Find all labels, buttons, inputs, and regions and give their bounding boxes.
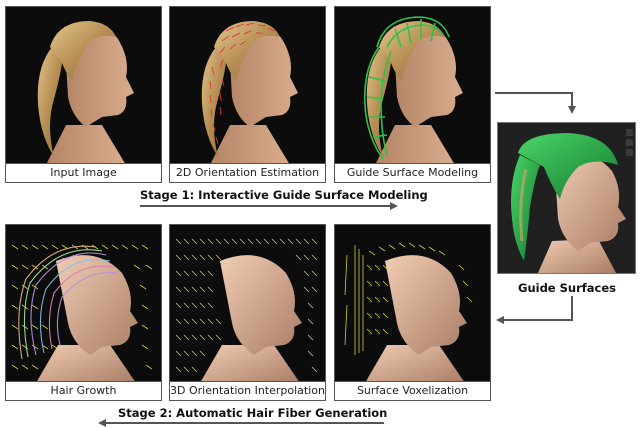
from-guide-surfaces-arrow bbox=[498, 296, 572, 320]
to-guide-surfaces-arrow bbox=[495, 93, 572, 112]
